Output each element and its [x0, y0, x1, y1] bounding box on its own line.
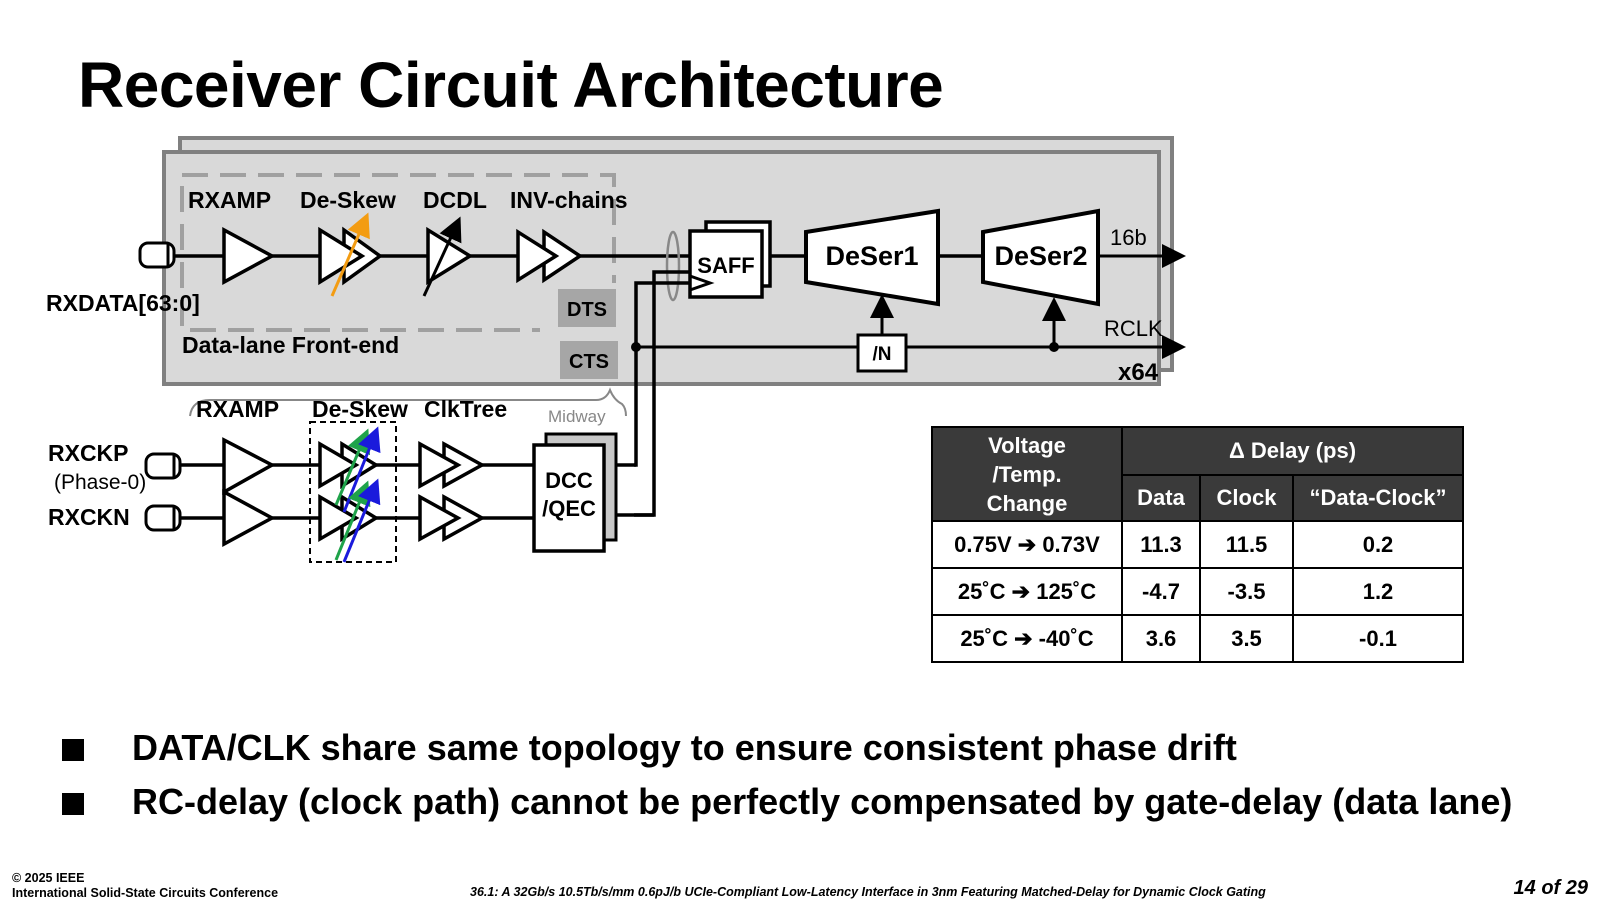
deser1-block	[804, 208, 940, 307]
cell-change: 25˚C ➔ 125˚C	[931, 567, 1123, 616]
header-vt-change: Voltage /Temp. Change	[931, 426, 1123, 522]
footer-copyright: © 2025 IEEE International Solid-State Ci…	[12, 871, 279, 900]
clk-rxamp-p-icon	[222, 437, 276, 495]
header-data-clock: “Data-Clock”	[1292, 474, 1464, 522]
bullet-item: RC-delay (clock path) cannot be perfectl…	[62, 780, 1512, 834]
dts-label: DTS	[567, 299, 607, 321]
rxamp-buffer-icon	[222, 227, 276, 285]
front-end-label: Data-lane Front-end	[182, 332, 399, 358]
replication-label: x64	[1118, 359, 1159, 386]
rxckp-label: RXCKP	[48, 440, 129, 466]
header-delta-delay: Δ Delay (ps)	[1121, 426, 1464, 476]
table-row: 25˚C ➔ 125˚C -4.7 -3.5 1.2	[931, 567, 1464, 616]
deskew-tune-arrow-icon	[330, 212, 370, 297]
cell-change: 25˚C ➔ -40˚C	[931, 614, 1123, 663]
midway-brace	[189, 387, 627, 417]
delay-table: Voltage /Temp. Change Δ Delay (ps) Data …	[931, 426, 1464, 663]
front-end-group-border	[180, 173, 616, 332]
deser1-label: DeSer1	[825, 241, 918, 271]
cell-change: 0.75V ➔ 0.73V	[931, 520, 1123, 569]
clk-tree-p-icon	[418, 441, 462, 489]
cell-clock: 11.5	[1199, 520, 1294, 569]
cell-clock: -3.5	[1199, 567, 1294, 616]
divider-label: /N	[873, 344, 892, 365]
cell-clock: 3.5	[1199, 614, 1294, 663]
deser2-label: DeSer2	[994, 241, 1087, 271]
clk-rxamp-label: RXAMP	[196, 396, 279, 422]
header-clock: Clock	[1199, 474, 1294, 522]
clk-rxamp-n-icon	[222, 489, 276, 547]
clk-deskew-arrow-blue-n-icon	[342, 478, 381, 563]
cell-data: -4.7	[1121, 567, 1201, 616]
cell-diff: 0.2	[1292, 520, 1464, 569]
cell-diff: -0.1	[1292, 614, 1464, 663]
rxckn-label: RXCKN	[48, 504, 130, 530]
header-data: Data	[1121, 474, 1201, 522]
cts-tag	[560, 341, 618, 379]
footer-paper-title: 36.1: A 32Gb/s 10.5Tb/s/mm 0.6pJ/b UCIe-…	[470, 885, 1266, 899]
saff-label: SAFF	[697, 253, 754, 278]
dcc-qec-block	[532, 443, 606, 553]
midway-label: Midway	[548, 407, 606, 426]
clk-deskew-n-icon	[318, 493, 360, 543]
cell-diff: 1.2	[1292, 567, 1464, 616]
bullet-list: DATA/CLK share same topology to ensure c…	[62, 726, 1512, 834]
clk-tree-label: ClkTree	[424, 396, 507, 422]
dts-tag	[558, 289, 616, 327]
table-row: 0.75V ➔ 0.73V 11.3 11.5 0.2	[931, 520, 1464, 569]
receiver-diagram: RXAMP De-Skew DCDL INV-chains RXDATA[63:…	[46, 136, 1186, 563]
table-row: 25˚C ➔ -40˚C 3.6 3.5 -0.1	[931, 614, 1464, 663]
deser2-block	[981, 208, 1100, 307]
bullet-square-icon	[62, 793, 84, 815]
dcdl-label: DCDL	[423, 187, 487, 213]
rclk-junction-left	[631, 342, 641, 352]
divider-block	[856, 333, 908, 373]
rxdata-connector-icon	[138, 241, 176, 269]
cts-label: CTS	[569, 351, 609, 373]
slide-title: Receiver Circuit Architecture	[78, 49, 944, 121]
rxckn-connector-icon	[144, 504, 182, 532]
cell-data: 3.6	[1121, 614, 1201, 663]
clk-deskew-p-icon	[318, 440, 360, 490]
clk-tree-n-icon	[418, 494, 462, 542]
dcc-label: DCC	[545, 468, 593, 493]
bullet-item: DATA/CLK share same topology to ensure c…	[62, 726, 1512, 780]
bullet-square-icon	[62, 739, 84, 761]
deskew-label: De-Skew	[300, 187, 396, 213]
saff-clock-input-icon	[689, 274, 715, 292]
bundle-ellipse	[665, 230, 681, 302]
dcdl-tune-arrow-icon	[422, 216, 462, 297]
rxckp-connector-icon	[144, 452, 182, 480]
rxdata-label: RXDATA[63:0]	[46, 290, 200, 316]
clk-deskew-box	[309, 421, 397, 563]
inv-chains-label: INV-chains	[510, 187, 628, 213]
clk-deskew-label: De-Skew	[312, 396, 408, 422]
phase-label: (Phase-0)	[54, 471, 146, 494]
page-number: 14 of 29	[1513, 877, 1588, 899]
rclk-label: RCLK	[1104, 316, 1163, 341]
qec-label: /QEC	[542, 496, 596, 521]
rxamp-label: RXAMP	[188, 187, 271, 213]
output-width-label: 16b	[1110, 225, 1147, 250]
saff-block	[688, 229, 764, 299]
cell-data: 11.3	[1121, 520, 1201, 569]
